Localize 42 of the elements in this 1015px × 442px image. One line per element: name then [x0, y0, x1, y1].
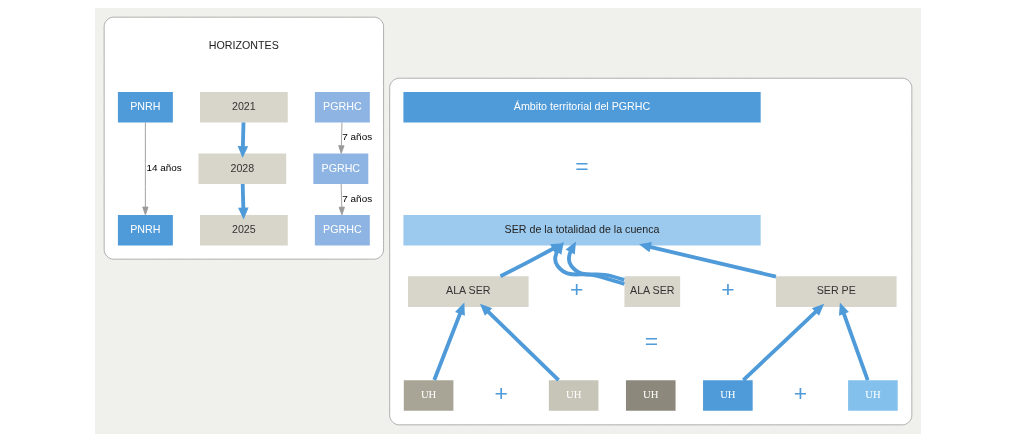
node-box: UH [548, 380, 598, 411]
edge-label: 14 años [145, 162, 182, 174]
node-box: 2025 [199, 214, 288, 246]
node-box: PNRH [117, 214, 173, 246]
label: + [569, 276, 583, 303]
node-box: Ámbito territorial del PGRHC [402, 92, 761, 123]
arrow [552, 241, 625, 286]
node-box: UH [625, 380, 676, 411]
node-box: SER PE [775, 276, 897, 307]
label: + [793, 380, 807, 407]
node-box: PGRHC [312, 153, 368, 184]
label: HORIZONTES [208, 39, 279, 52]
label: = [574, 153, 589, 180]
arrow [479, 303, 560, 382]
arrow [565, 241, 625, 282]
arrow [237, 183, 249, 220]
cluster [388, 77, 912, 426]
node-box: UH [702, 380, 753, 411]
arrow [337, 122, 344, 154]
node-box: ALA SER [623, 276, 680, 307]
node-box: PGRHC [314, 214, 370, 246]
arrow [741, 303, 824, 382]
node-box: PGRHC [314, 92, 370, 123]
node-box: UH [403, 380, 453, 411]
label: + [493, 380, 508, 407]
edge-label: 7 años [341, 193, 372, 205]
arrow [237, 122, 248, 159]
node-box: 2021 [199, 92, 288, 123]
arrow [838, 302, 869, 381]
node-box: UH [847, 380, 898, 411]
label: + [720, 276, 735, 303]
arrow [141, 122, 148, 216]
node-box: ALA SER [407, 276, 529, 307]
label: = [644, 328, 658, 355]
arrow [432, 302, 465, 381]
cluster [103, 16, 384, 260]
node-box: PNRH [117, 92, 173, 123]
arrow [638, 241, 776, 279]
edge-label: 7 años [341, 131, 372, 143]
node-box: SER de la totalidad de la cuenca [402, 214, 761, 246]
arrow [338, 183, 345, 216]
node-box: 2028 [197, 153, 286, 184]
